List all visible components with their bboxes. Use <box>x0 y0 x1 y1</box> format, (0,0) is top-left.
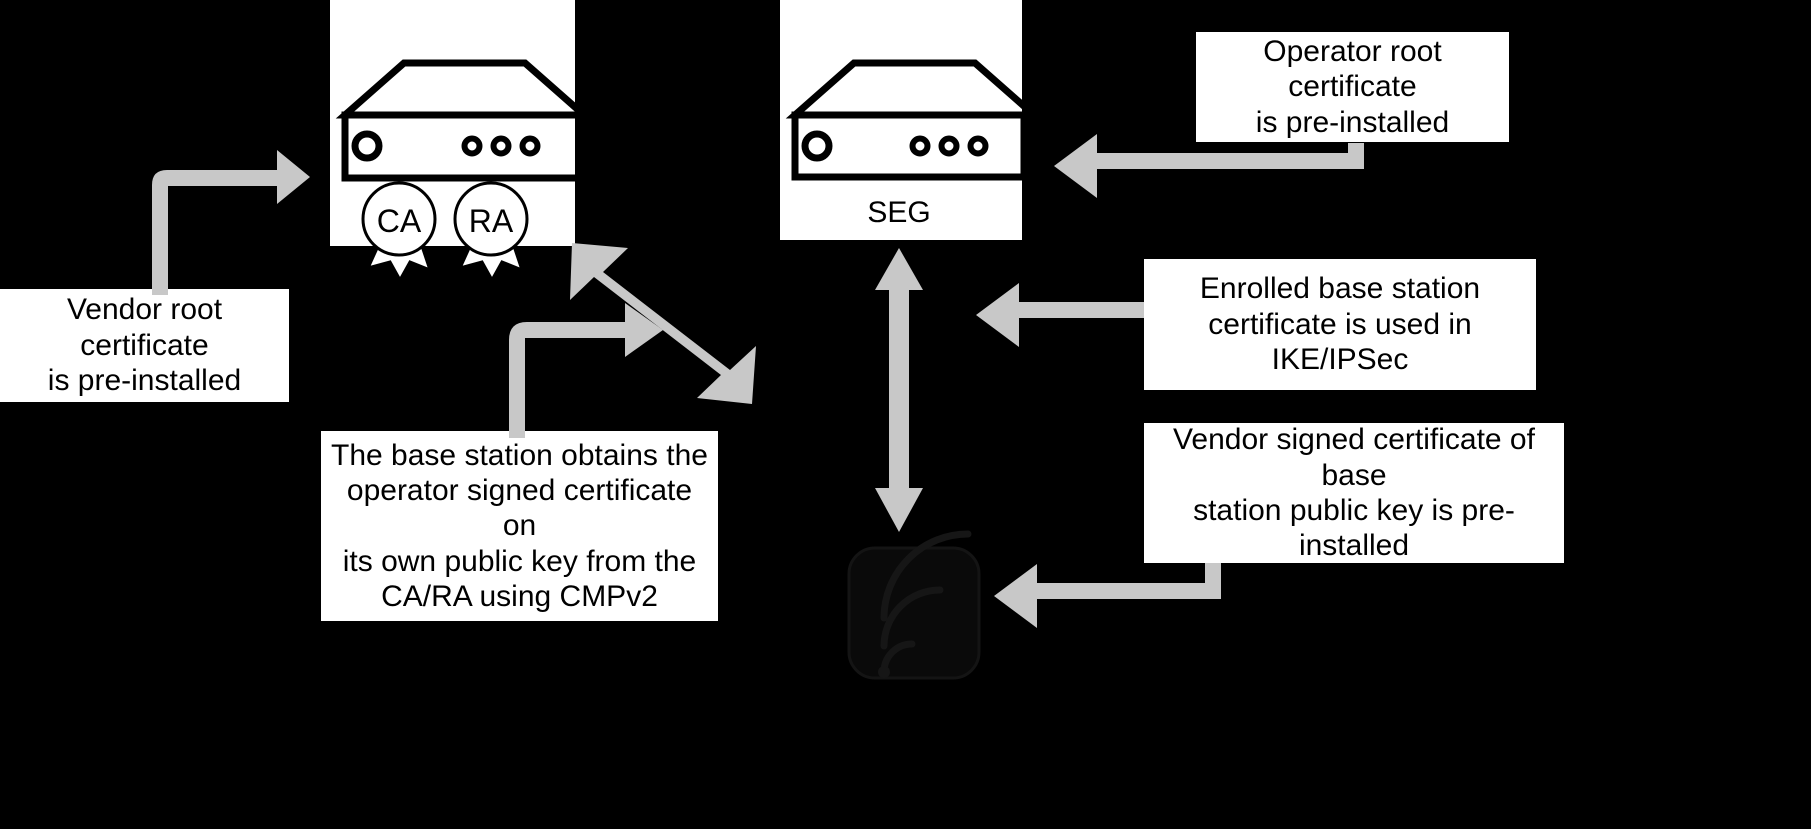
seg-icon <box>785 59 1044 181</box>
note-line: Operator root certificate <box>1263 34 1442 104</box>
note-line: The base station obtains the <box>331 438 708 472</box>
note-cmpv2-enrolment: The base station obtains the operator si… <box>321 431 718 621</box>
seg-panel <box>780 0 1022 240</box>
ra-badge-label: RA <box>469 203 514 239</box>
note-line: certificate is used in IKE/IPSec <box>1208 307 1472 377</box>
arrow-base-station-seg-link <box>570 243 756 404</box>
arrow-vendor-root-to-base-station <box>152 150 310 295</box>
note-operator-root-certificate: Operator root certificate is pre-install… <box>1196 32 1509 142</box>
note-enrolled-base-station-certificate: Enrolled base station certificate is use… <box>1144 259 1536 390</box>
ra-badge: RA <box>453 181 529 284</box>
base-station-icon <box>335 59 594 182</box>
note-line: Vendor root certificate <box>66 293 223 362</box>
arrow-seg-antenna-link <box>875 248 923 532</box>
note-line: is pre-installed <box>1255 105 1450 139</box>
arrow-operator-root-to-seg <box>1054 134 1364 198</box>
note-line: CA/RA using CMPv2 <box>381 580 658 614</box>
ca-badge-label: CA <box>377 203 422 239</box>
antenna-icon <box>847 530 981 680</box>
note-vendor-signed-certificate: Vendor signed certificate of base statio… <box>1144 423 1564 563</box>
seg-front-leds <box>801 130 989 162</box>
note-line: Enrolled base station <box>1199 272 1481 306</box>
note-vendor-root-certificate: Vendor root certificate is pre-installed <box>0 289 289 402</box>
note-line: Vendor signed certificate of base <box>1173 423 1535 492</box>
arrow-vendor-signed-cert-to-antenna <box>994 563 1221 628</box>
ca-badge: CA <box>361 181 437 284</box>
note-line: is pre-installed <box>47 364 242 398</box>
base-station-front-leds <box>351 130 541 162</box>
seg-label: SEG <box>867 196 930 229</box>
arrow-cmpv2-note-to-link <box>509 303 663 438</box>
arrow-enrolled-cert-to-link <box>976 283 1144 347</box>
note-line: station public key is pre-installed <box>1193 494 1515 563</box>
note-line: its own public key from the <box>342 544 697 578</box>
note-line: operator signed certificate on <box>346 473 693 543</box>
